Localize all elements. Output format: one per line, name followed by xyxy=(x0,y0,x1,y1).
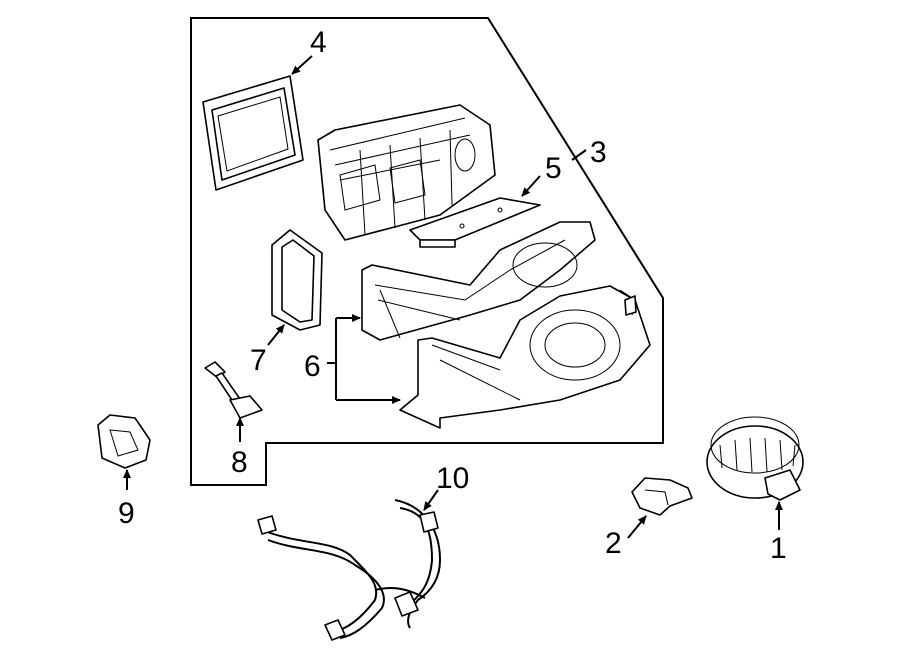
blower-housing-lower-part[interactable] xyxy=(399,285,651,429)
assembly-boundary xyxy=(190,17,664,486)
resistor-part[interactable] xyxy=(631,477,693,516)
callout-9: 9 xyxy=(118,497,135,530)
callout-8: 8 xyxy=(231,446,248,479)
actuator-part[interactable] xyxy=(97,414,151,469)
blower-housing-upper-part[interactable] xyxy=(361,221,596,341)
callout-10: 10 xyxy=(436,462,469,495)
leader-5 xyxy=(521,175,541,197)
callout-2: 2 xyxy=(605,527,622,560)
leader-10 xyxy=(423,489,439,511)
callout-3: 3 xyxy=(590,136,607,169)
filter-frame-part[interactable] xyxy=(202,75,304,191)
leader-3 xyxy=(571,149,587,161)
leader-2 xyxy=(627,515,647,539)
callout-7: 7 xyxy=(250,344,267,377)
wiring-harness-part[interactable] xyxy=(257,499,442,641)
leader-4 xyxy=(291,55,313,75)
gasket-part[interactable] xyxy=(271,229,323,331)
callout-6: 6 xyxy=(304,350,321,383)
callout-4: 4 xyxy=(310,26,327,59)
evaporator-plate-part[interactable] xyxy=(409,197,541,248)
sensor-part[interactable] xyxy=(204,361,263,419)
callout-1: 1 xyxy=(770,532,787,565)
leader-7 xyxy=(267,324,285,346)
blower-motor-part[interactable] xyxy=(706,416,804,501)
callout-5: 5 xyxy=(545,152,562,185)
upper-case-part[interactable] xyxy=(317,104,496,241)
